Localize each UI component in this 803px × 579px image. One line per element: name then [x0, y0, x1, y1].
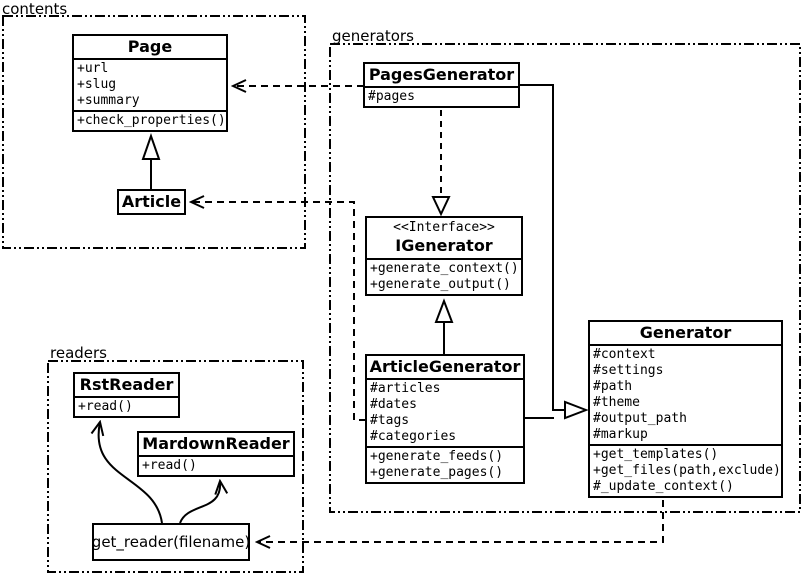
- class-title: Generator: [639, 323, 732, 342]
- class-member: #pages: [368, 89, 415, 104]
- class-member: +generate_pages(): [370, 465, 504, 480]
- class-rstreader: RstReader +read(): [73, 372, 180, 418]
- inheritance-triangle-page: [141, 132, 161, 160]
- class-attributes: #articles#dates#tags#categories: [367, 378, 523, 446]
- class-member: +generate_context(): [370, 261, 519, 276]
- package-label-contents: contents: [2, 0, 68, 18]
- class-member: +generate_feeds(): [370, 449, 504, 464]
- class-methods: +generate_context()+generate_output(): [367, 258, 521, 294]
- class-member: #markup: [593, 427, 648, 442]
- class-attributes: #pages: [365, 86, 518, 106]
- class-title-block: <<Interface>> IGenerator: [367, 218, 521, 258]
- class-methods: +read(): [139, 455, 293, 475]
- class-methods: +generate_feeds()+generate_pages(): [367, 446, 523, 482]
- function-node-get-reader: get_reader(filename): [92, 523, 250, 561]
- class-member: +url: [77, 61, 109, 76]
- inheritance-triangle-generator: [564, 400, 589, 420]
- class-member: #articles: [370, 381, 441, 396]
- class-member: +get_templates(): [593, 447, 719, 462]
- class-page: Page +url+slug+summary +check_properties…: [72, 34, 228, 132]
- class-pagesgenerator: PagesGenerator #pages: [363, 62, 520, 108]
- class-title: MardownReader: [142, 434, 290, 453]
- class-methods: +read(): [75, 396, 178, 416]
- dependency-articlegenerator-to-article: [191, 202, 366, 421]
- class-attributes: #context#settings#path#theme#output_path…: [590, 344, 781, 444]
- association-getreader-to-rstreader: [99, 422, 163, 524]
- class-member: +slug: [77, 77, 117, 92]
- class-title: IGenerator: [395, 236, 493, 255]
- class-title: ArticleGenerator: [369, 357, 521, 376]
- class-igenerator: <<Interface>> IGenerator +generate_conte…: [365, 216, 523, 296]
- class-title: PagesGenerator: [368, 65, 515, 84]
- class-member: #categories: [370, 429, 457, 444]
- association-getreader-to-mardownreader: [179, 481, 220, 524]
- class-member: #output_path: [593, 411, 687, 426]
- class-mardownreader: MardownReader +read(): [137, 431, 295, 477]
- class-member: #settings: [593, 363, 664, 378]
- class-title: RstReader: [79, 375, 174, 394]
- class-member: #context: [593, 347, 656, 362]
- class-member: +summary: [77, 93, 140, 108]
- class-generator: Generator #context#settings#path#theme#o…: [588, 320, 783, 498]
- class-title: Article: [121, 192, 182, 211]
- package-label-readers: readers: [50, 344, 107, 362]
- class-member: +check_properties(): [77, 113, 226, 128]
- class-member: #dates: [370, 397, 417, 412]
- inheritance-triangle-igenerator: [434, 298, 454, 323]
- class-member: +get_files(path,exclude): [593, 463, 781, 478]
- package-label-generators: generators: [332, 27, 414, 45]
- class-member: +read(): [142, 458, 197, 473]
- class-title: Page: [127, 37, 173, 56]
- class-methods: +get_templates()+get_files(path,exclude)…: [590, 444, 781, 496]
- class-member: #theme: [593, 395, 640, 410]
- class-stereotype: <<Interface>>: [393, 220, 495, 235]
- package-boundary-contents: [2, 15, 306, 249]
- dependency-generator-to-getreader: [257, 500, 664, 542]
- realization-triangle-igenerator: [431, 196, 451, 217]
- class-attributes: +url+slug+summary: [74, 58, 226, 110]
- class-methods: +check_properties(): [74, 110, 226, 130]
- function-node-label: get_reader(filename): [91, 533, 251, 551]
- class-member: #_update_context(): [593, 479, 734, 494]
- class-member: #tags: [370, 413, 410, 428]
- class-article: Article: [117, 189, 186, 215]
- class-member: +read(): [78, 399, 133, 414]
- class-member: #path: [593, 379, 633, 394]
- class-articlegenerator: ArticleGenerator #articles#dates#tags#ca…: [365, 354, 525, 484]
- inheritance-pagesgenerator-to-generator: [519, 84, 564, 411]
- class-member: +generate_output(): [370, 277, 511, 292]
- package-boundary-readers: [47, 360, 304, 573]
- package-boundary-generators: [329, 43, 801, 513]
